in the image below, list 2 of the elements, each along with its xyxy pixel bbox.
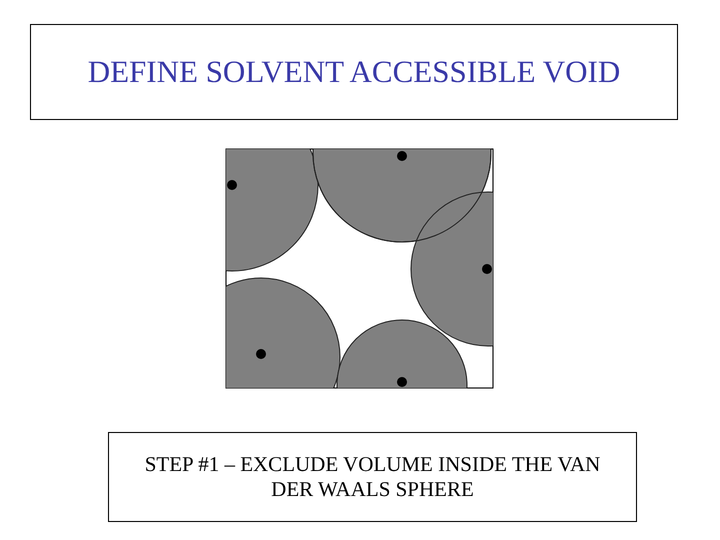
caption-box: STEP #1 – EXCLUDE VOLUME INSIDE THE VAN DER WAALS SPHERE (108, 432, 637, 522)
title-banner: DEFINE SOLVENT ACCESSIBLE VOID (30, 24, 678, 120)
